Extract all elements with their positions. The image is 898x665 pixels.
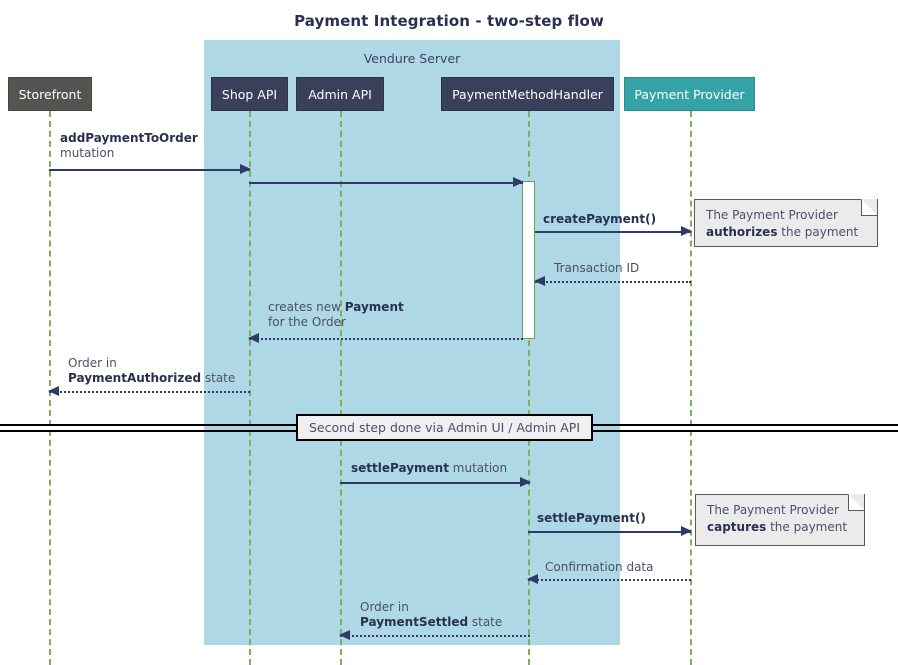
message-label-bold: PaymentAuthorized bbox=[68, 371, 202, 385]
divider-label-box: Second step done via Admin UI / Admin AP… bbox=[296, 414, 593, 441]
message-label-line2: Order in bbox=[360, 600, 409, 614]
message-label-rest: mutation bbox=[448, 461, 508, 475]
group-box-vendure-server bbox=[204, 40, 620, 645]
lifeline-handler bbox=[528, 111, 530, 665]
message-label-confirmation-data: Confirmation data bbox=[545, 560, 653, 575]
divider-label: Second step done via Admin UI / Admin AP… bbox=[308, 420, 581, 435]
note-rest: the payment bbox=[766, 520, 848, 534]
participant-payment-method-handler[interactable]: PaymentMethodHandler bbox=[441, 77, 614, 111]
note-fold-icon bbox=[848, 494, 864, 511]
message-line bbox=[249, 338, 523, 340]
participant-label: Admin API bbox=[308, 86, 372, 102]
note-rest: the payment bbox=[777, 225, 859, 239]
message-label-rest: state bbox=[468, 615, 503, 629]
participant-label: Storefront bbox=[18, 86, 82, 102]
lifeline-shop-api bbox=[249, 111, 251, 665]
message-label-settle-payment-call: settlePayment() bbox=[537, 511, 646, 526]
note-authorizes: The Payment Provider authorizes the paym… bbox=[694, 199, 878, 247]
message-label-rest: state bbox=[201, 371, 236, 385]
note-fold-icon bbox=[861, 199, 877, 216]
arrowhead-right-icon bbox=[240, 164, 251, 174]
participant-label: Payment Provider bbox=[634, 86, 745, 102]
message-label-create-payment: createPayment() bbox=[543, 212, 656, 227]
arrowhead-right-icon bbox=[681, 226, 692, 236]
message-line bbox=[535, 281, 691, 283]
arrowhead-left-icon bbox=[48, 386, 59, 396]
message-label-transaction-id: Transaction ID bbox=[554, 261, 639, 276]
arrowhead-left-icon bbox=[248, 333, 259, 343]
message-label-bold: settlePayment() bbox=[537, 511, 646, 525]
participant-admin-api[interactable]: Admin API bbox=[296, 77, 384, 111]
note-bold: authorizes bbox=[706, 225, 778, 239]
message-label-bold: createPayment() bbox=[543, 212, 657, 226]
message-label-bold: Payment bbox=[344, 300, 404, 314]
message-label-add-payment-to-order: addPaymentToOrder mutation bbox=[60, 131, 198, 161]
message-line bbox=[49, 391, 250, 393]
message-label-bold: PaymentSettled bbox=[360, 615, 469, 629]
lifeline-provider bbox=[690, 111, 692, 665]
lifeline-admin-api bbox=[340, 111, 342, 665]
note-line1: The Payment Provider bbox=[707, 503, 839, 517]
participant-label: PaymentMethodHandler bbox=[452, 86, 603, 102]
arrowhead-right-icon bbox=[513, 177, 524, 187]
message-label-line2: Order in bbox=[68, 356, 117, 370]
group-label: Vendure Server bbox=[363, 51, 461, 66]
arrowhead-left-icon bbox=[339, 630, 350, 640]
message-line bbox=[49, 169, 250, 171]
message-line bbox=[535, 231, 691, 233]
participant-storefront[interactable]: Storefront bbox=[8, 77, 92, 111]
message-label-text: Confirmation data bbox=[545, 560, 654, 574]
message-line bbox=[340, 635, 530, 637]
message-label-line2: for the Order bbox=[268, 315, 346, 329]
participant-shop-api[interactable]: Shop API bbox=[211, 77, 288, 111]
arrowhead-right-icon bbox=[681, 526, 692, 536]
message-label-line2: mutation bbox=[60, 146, 115, 160]
message-label-text: Transaction ID bbox=[554, 261, 640, 275]
message-label-rest: creates new bbox=[268, 300, 345, 314]
message-label-settle-payment-mutation: settlePayment mutation bbox=[351, 461, 507, 476]
message-line bbox=[528, 579, 691, 581]
note-bold: captures bbox=[707, 520, 767, 534]
message-line bbox=[340, 482, 530, 484]
note-line1: The Payment Provider bbox=[706, 208, 838, 222]
participant-payment-provider[interactable]: Payment Provider bbox=[624, 77, 755, 111]
message-label-bold: addPaymentToOrder bbox=[60, 131, 198, 145]
page-title: Payment Integration - two-step flow bbox=[294, 12, 604, 30]
message-label-order-payment-authorized: Order in PaymentAuthorized state bbox=[68, 356, 235, 386]
message-line bbox=[249, 182, 523, 184]
activation-bar-handler bbox=[522, 181, 535, 339]
message-label-order-payment-settled: Order in PaymentSettled state bbox=[360, 600, 502, 630]
arrowhead-left-icon bbox=[534, 276, 545, 286]
arrowhead-left-icon bbox=[527, 574, 538, 584]
participant-label: Shop API bbox=[221, 86, 278, 102]
arrowhead-right-icon bbox=[520, 477, 531, 487]
message-line bbox=[528, 531, 691, 533]
message-label-bold: settlePayment bbox=[351, 461, 449, 475]
message-label-creates-new-payment: creates new Payment for the Order bbox=[268, 300, 404, 330]
note-captures: The Payment Provider captures the paymen… bbox=[695, 494, 865, 546]
